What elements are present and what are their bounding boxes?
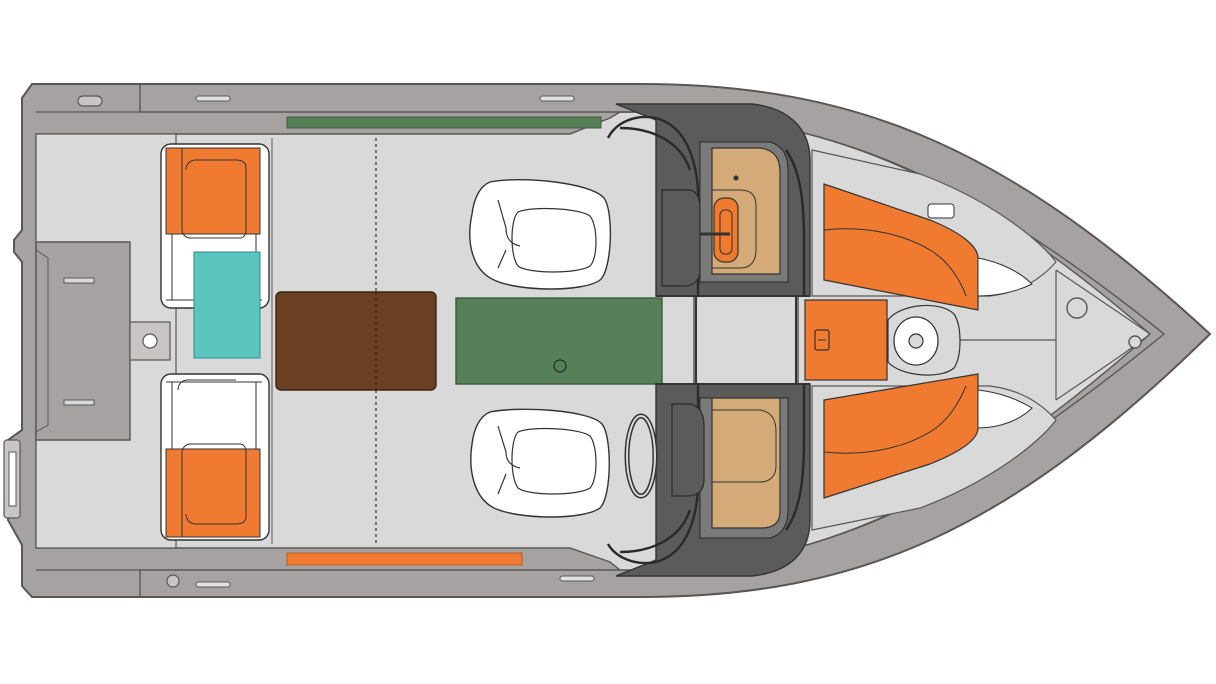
center-storage-hatch[interactable] <box>455 297 663 385</box>
passenger-seat-back-port <box>671 403 705 497</box>
rear-bench-seat-starboard[interactable] <box>160 143 270 309</box>
helm-seat-back-starboard <box>661 189 701 287</box>
steering-wheel-rim <box>626 415 656 497</box>
bucket-seat-cushion-port <box>497 425 597 495</box>
slot-port-1 <box>195 581 231 588</box>
bow-cleat-2 <box>1128 335 1142 349</box>
windshield-frame-starboard <box>606 115 806 296</box>
cleat-rear-starboard <box>77 95 103 107</box>
starboard-side-storage-strip[interactable] <box>286 116 602 129</box>
drain-port-rear <box>166 574 180 588</box>
throttle-box <box>719 209 733 255</box>
bow-anchor-locker[interactable] <box>887 304 961 376</box>
helm-indicator-icon <box>733 175 739 181</box>
bow-lounge-cushion-white-starboard <box>977 257 1033 297</box>
passenger-dash-port <box>711 397 781 529</box>
bow-lounge-port[interactable] <box>811 373 1057 531</box>
rear-seat-center-cushion[interactable] <box>193 251 261 359</box>
windshield-frame-port <box>606 384 806 565</box>
bucket-seat-port[interactable] <box>470 408 610 518</box>
port-side-storage-strip[interactable] <box>286 552 523 566</box>
bucket-seat-starboard[interactable] <box>469 179 612 290</box>
bench-backrest-lines-port <box>166 379 262 537</box>
bucket-seat-cushion-starboard <box>497 199 597 273</box>
motor-well-slot-2 <box>63 399 95 406</box>
transom-area <box>35 133 177 549</box>
bucket-seat-shell-port <box>470 408 610 518</box>
transom-drain-icon <box>142 333 158 349</box>
bow-center-locker[interactable] <box>804 299 888 381</box>
rear-bench-seat-port[interactable] <box>160 373 270 541</box>
hull-inner-chine <box>36 111 140 571</box>
helm-dash-detail <box>712 189 757 269</box>
passenger-dash-detail <box>712 409 777 483</box>
helm-console-starboard[interactable] <box>661 147 781 287</box>
motor-well-slot-1 <box>63 277 95 284</box>
hatch-latch-icon <box>553 359 567 373</box>
bow-lounge-starboard[interactable] <box>811 149 1057 311</box>
walkthrough-floor <box>693 295 799 385</box>
slot-starboard-1 <box>195 95 231 102</box>
motor-well-inner <box>35 249 49 433</box>
throttle-control[interactable] <box>713 197 739 263</box>
bow-cleat-1 <box>1066 297 1088 319</box>
bow-lounge-cushion-white-port <box>977 389 1033 429</box>
anchor-locker-drain-icon <box>908 333 924 349</box>
bow-lounge-crease-starboard <box>823 228 967 297</box>
walkthrough-frame <box>656 295 810 385</box>
bow-deck-lines <box>960 269 1152 401</box>
rear-center-table[interactable] <box>275 291 437 391</box>
bucket-seat-shell-starboard <box>469 179 612 290</box>
transom-bracket-inner <box>8 451 17 507</box>
bow-lounge-latch-starboard <box>927 203 955 219</box>
bow-lounge-crease-port <box>823 385 967 454</box>
slot-port-2 <box>559 575 595 582</box>
passenger-console-port[interactable] <box>624 397 781 529</box>
motor-well <box>35 241 131 441</box>
slot-starboard-2 <box>539 95 575 102</box>
